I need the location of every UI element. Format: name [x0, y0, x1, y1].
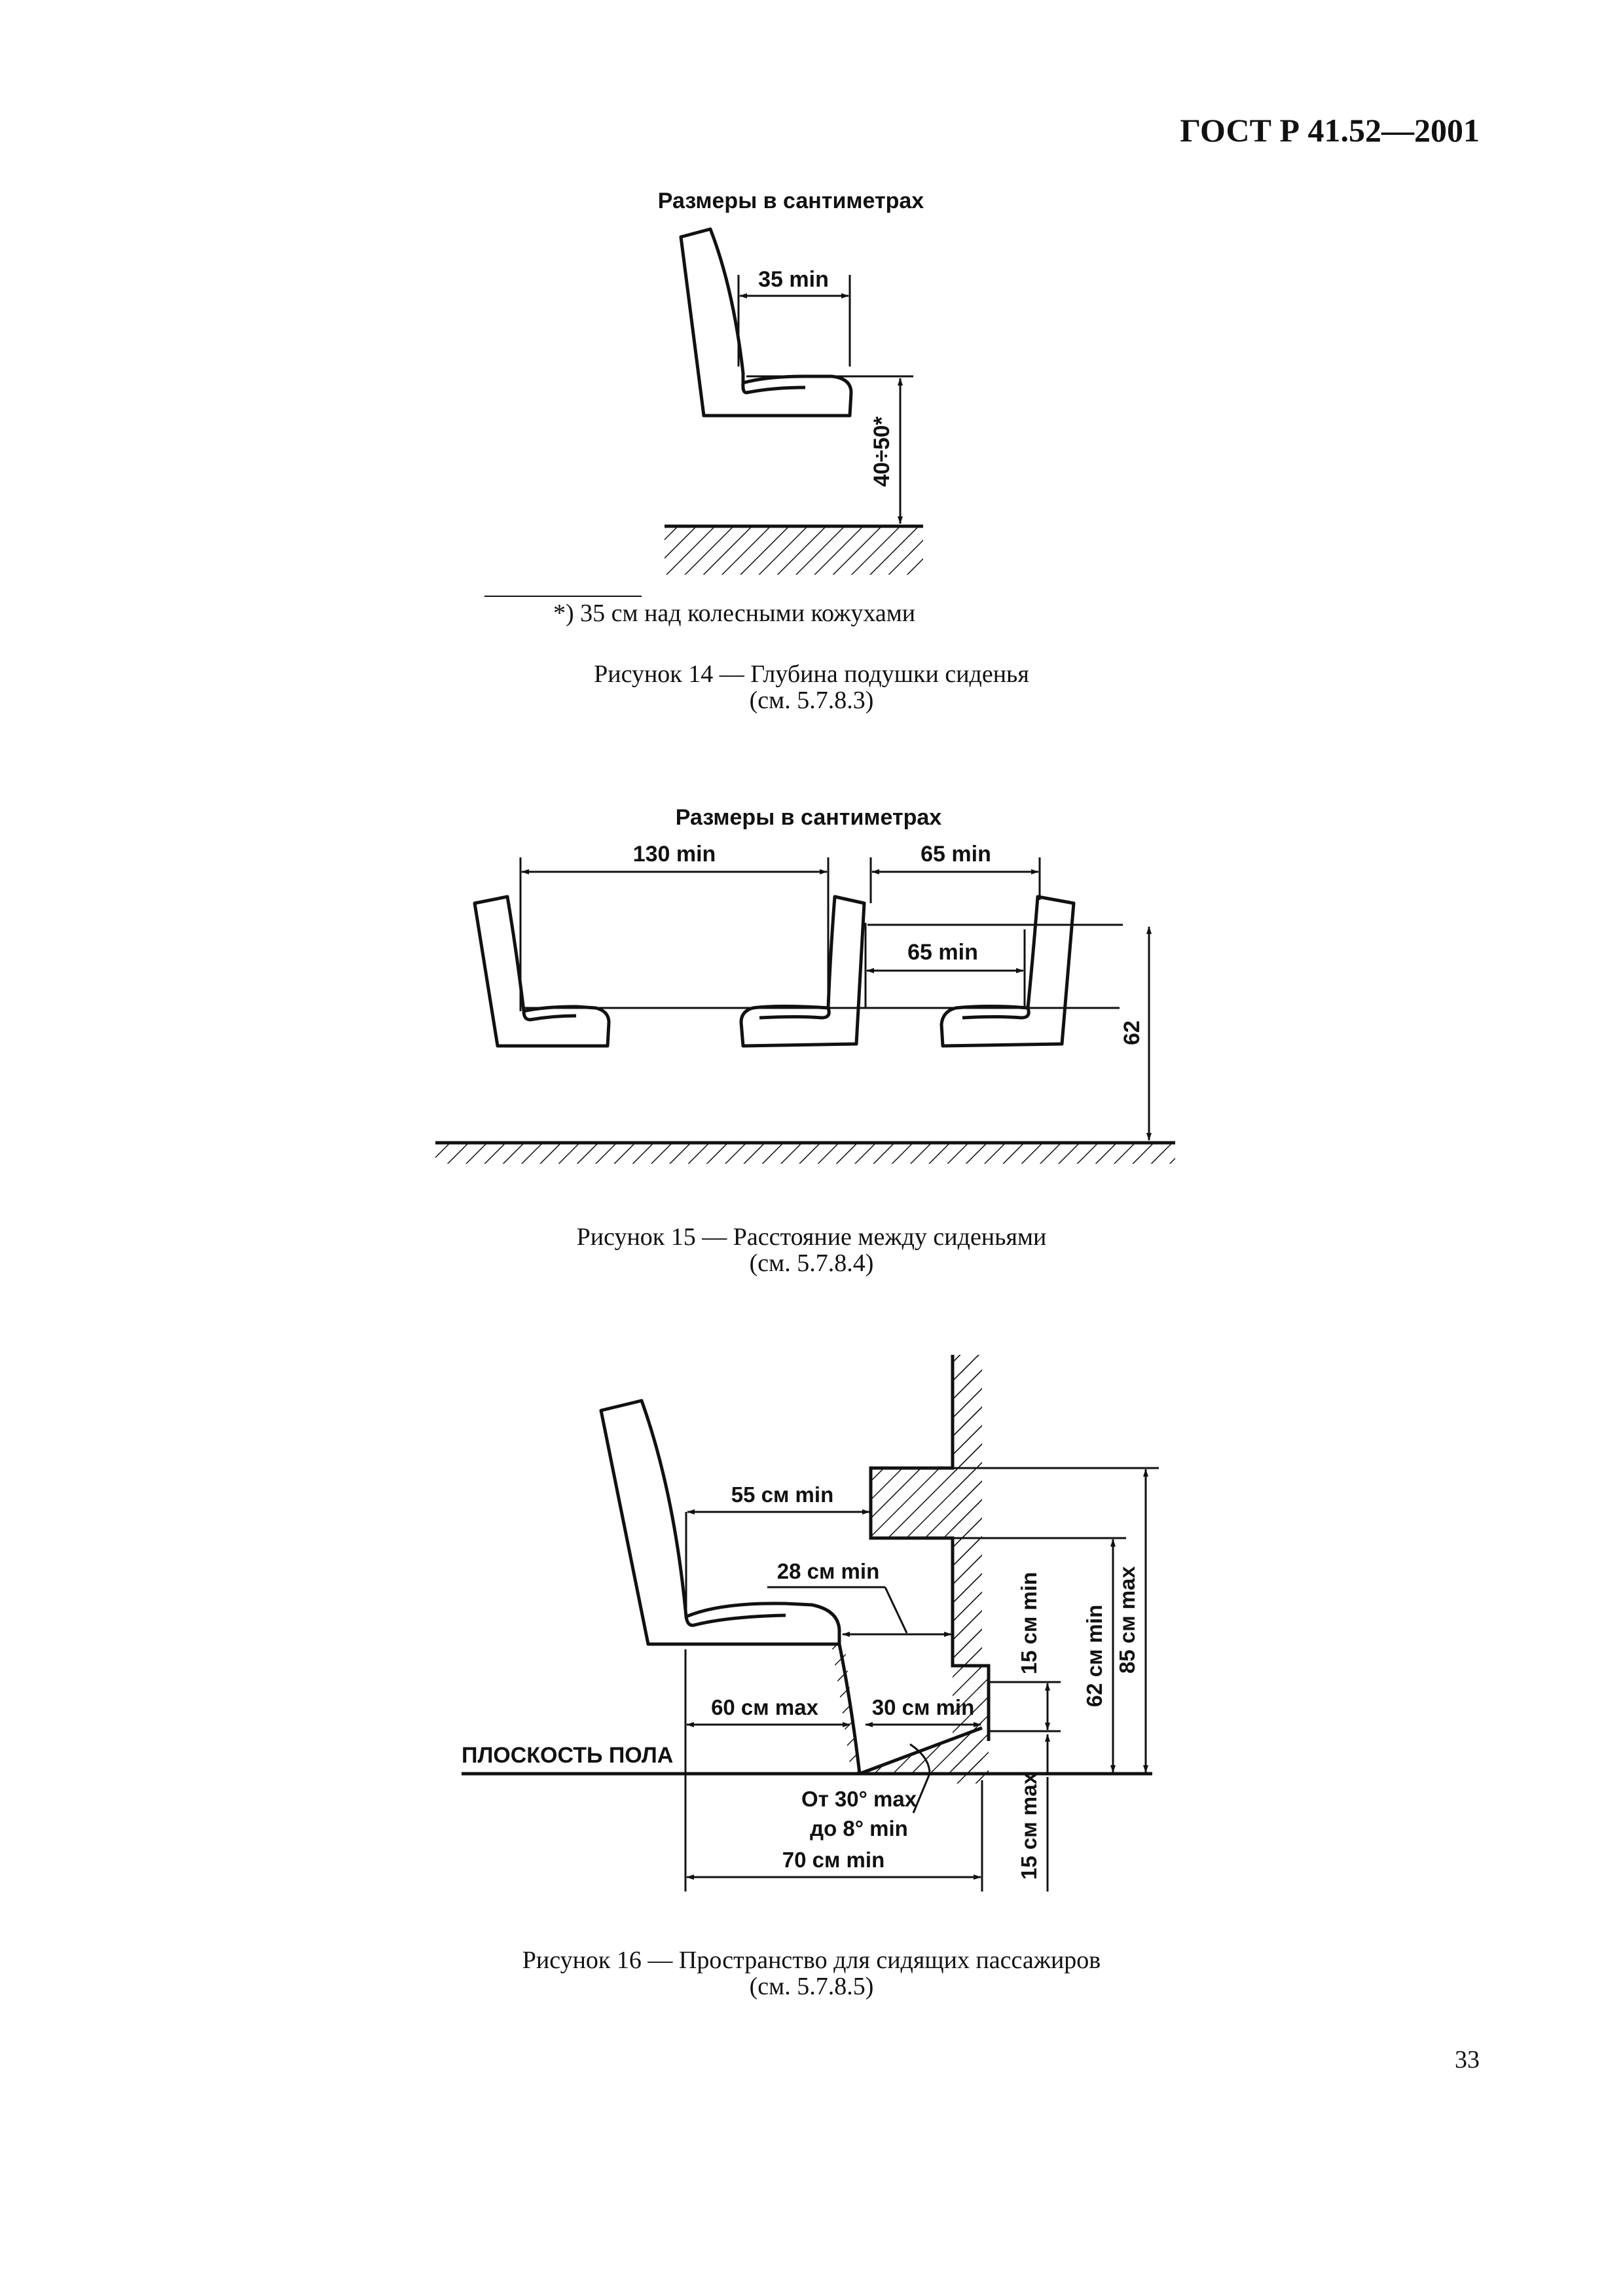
fig15-seat-1 — [473, 895, 611, 1048]
figure-16: ПЛОСКОСТЬ ПОЛА 55 см min 28 см min 60 см… — [462, 1355, 1159, 1892]
fig14-caption-line1: Рисунок 14 — Глубина подушки сиденья — [594, 660, 1029, 688]
document-code: ГОСТ Р 41.52—2001 — [1180, 112, 1480, 149]
fig16-dim-60-label: 60 см max — [711, 1695, 819, 1719]
page-number: 33 — [1455, 2046, 1480, 2073]
fig16-wall — [869, 1355, 991, 1784]
fig15-floor-hatch — [435, 1144, 1175, 1164]
fig15-seat-3 — [939, 895, 1076, 1048]
fig15-lower-label: 65 min — [907, 940, 978, 965]
fig15-spacing-label: 130 min — [633, 842, 716, 867]
figure-14: Размеры в сантиметрах 35 min 40÷50* — [658, 188, 924, 575]
fig15-upper-label: 65 min — [921, 842, 991, 867]
fig14-footnote: *) 35 см над колесными кожухами — [553, 600, 916, 627]
fig16-dim-62-label: 62 см min — [1082, 1605, 1106, 1707]
fig15-caption-line1: Рисунок 15 — Расстояние между сиденьями — [576, 1223, 1047, 1251]
fig16-floor-label: ПЛОСКОСТЬ ПОЛА — [462, 1743, 673, 1768]
fig15-caption-line2: (см. 5.7.8.4) — [749, 1249, 874, 1277]
fig16-dim-15-upper-label: 15 см min — [1017, 1572, 1041, 1674]
fig14-depth-label: 35 min — [758, 267, 829, 292]
fig16-angle-label-2: до 8° min — [810, 1816, 908, 1840]
fig15-height-label: 62 — [1120, 1020, 1144, 1045]
fig16-caption-line1: Рисунок 16 — Пространство для сидящих па… — [522, 1946, 1101, 1974]
fig16-dim-85-label: 85 см max — [1115, 1566, 1139, 1674]
fig16-caption-line2: (см. 5.7.8.5) — [749, 1973, 874, 2000]
fig16-angle-label-1: От 30° max — [801, 1787, 917, 1811]
fig15-seat-2 — [739, 895, 866, 1048]
fig16-dim-30-label: 30 см min — [872, 1695, 974, 1719]
fig14-height-label: 40÷50* — [869, 416, 894, 486]
fig16-angle-arc — [909, 1743, 931, 1774]
fig16-dim-15-lower-label: 15 см max — [1017, 1772, 1041, 1880]
fig16-dim-70-label: 70 см min — [782, 1848, 884, 1872]
figure-15: Размеры в сантиметрах 130 min 65 min 65 … — [435, 805, 1175, 1164]
fig14-floor-hatch — [665, 528, 923, 575]
footnote-rule — [484, 596, 642, 597]
fig16-dim-55-label: 55 см min — [731, 1482, 833, 1507]
fig14-caption-line2: (см. 5.7.8.3) — [749, 687, 874, 714]
fig15-units-note: Размеры в сантиметрах — [676, 805, 942, 830]
fig14-units-note: Размеры в сантиметрах — [658, 188, 924, 213]
fig14-seat — [679, 227, 853, 418]
fig16-dim-28-label: 28 см min — [777, 1559, 879, 1583]
